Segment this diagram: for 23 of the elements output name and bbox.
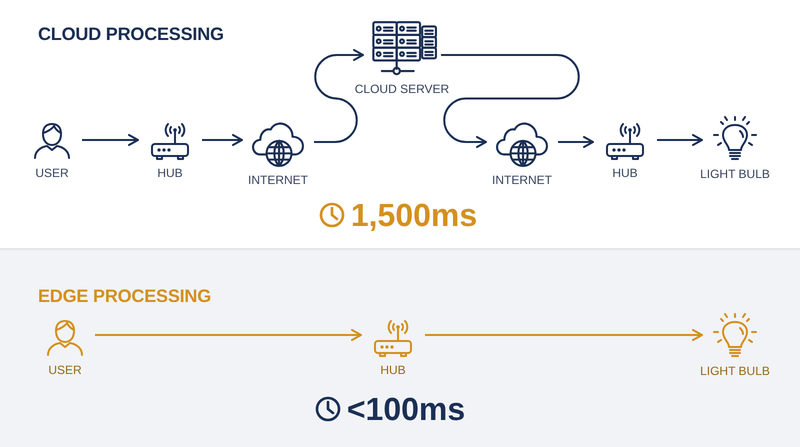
node-label: USER <box>48 363 82 377</box>
node-label: INTERNET <box>492 172 552 187</box>
arrow <box>314 49 364 143</box>
node-label: CLOUD SERVER <box>354 82 450 96</box>
node-label: LIGHT BULB <box>700 166 770 180</box>
section-heading: EDGE PROCESSING <box>38 286 212 307</box>
node-label: HUB <box>157 166 183 180</box>
node-label: INTERNET <box>248 172 308 187</box>
section-panel <box>0 248 800 447</box>
arrow <box>202 134 243 146</box>
latency-value: <100ms <box>346 391 466 427</box>
arrow <box>441 54 580 148</box>
node-label: HUB <box>380 363 406 377</box>
section-heading: CLOUD PROCESSING <box>38 24 224 45</box>
arrow <box>95 329 362 341</box>
arrow <box>558 136 594 148</box>
arrow <box>657 134 703 146</box>
node-label: USER <box>35 166 69 180</box>
node-label: LIGHT BULB <box>700 364 770 378</box>
latency-value: 1,500ms <box>350 197 478 233</box>
arrow <box>82 134 139 146</box>
arrow <box>425 329 703 341</box>
node-label: HUB <box>612 166 638 180</box>
